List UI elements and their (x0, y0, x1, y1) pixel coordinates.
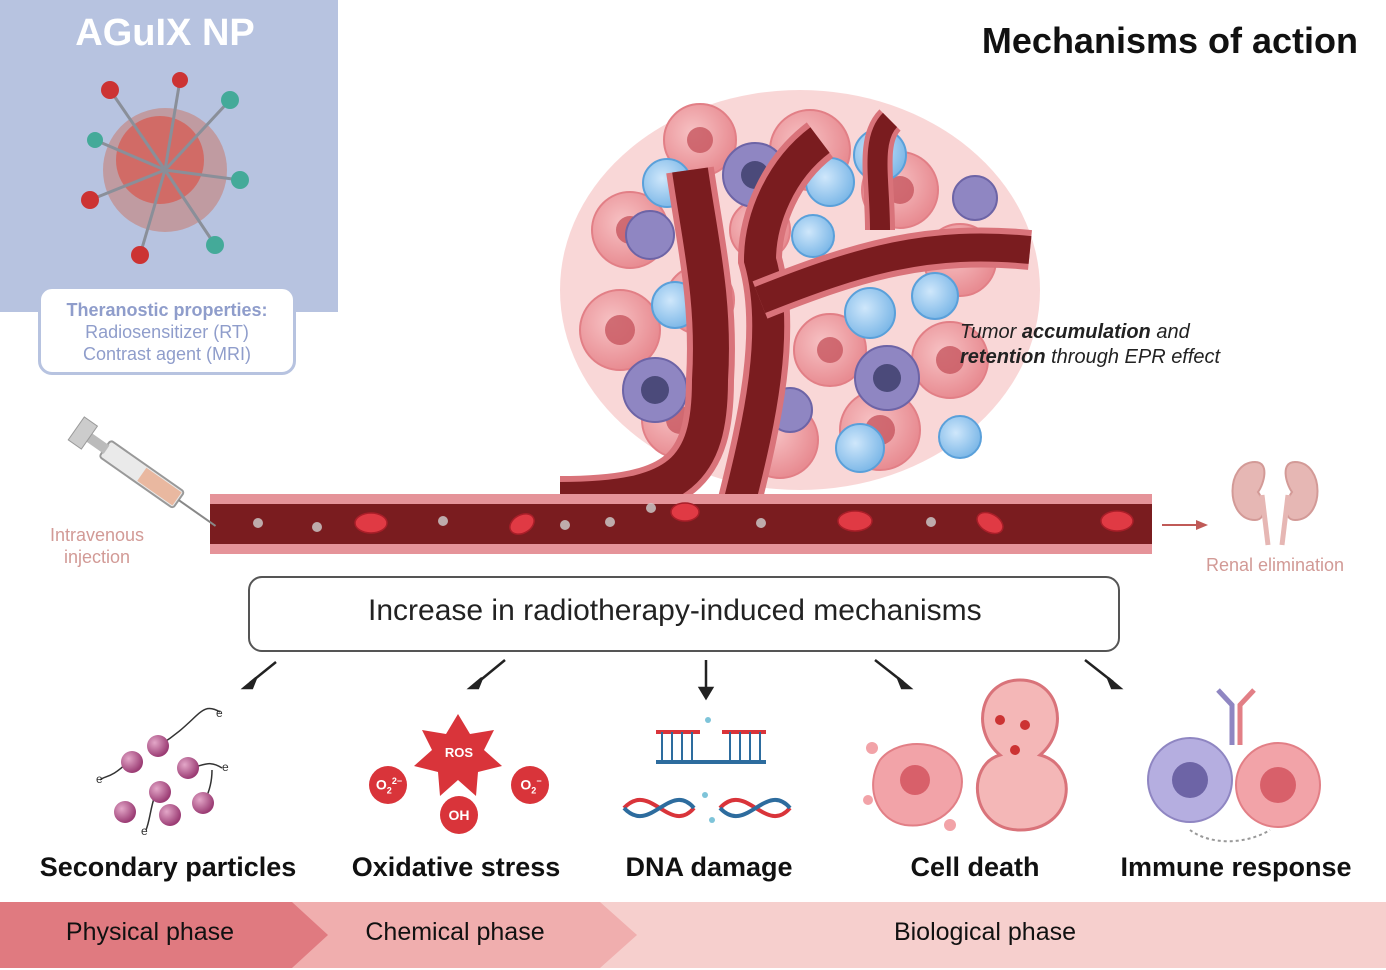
agulix-title: AGuIX NP (75, 12, 255, 54)
mechanism-dna-damage: DNA damage (625, 852, 793, 882)
phase-biological: Biological phase (893, 918, 1077, 946)
renal-arrow (1162, 520, 1208, 530)
increase-box (248, 576, 1120, 652)
immune-response-graphic (1147, 688, 1321, 843)
injection-label-line1: Intravenous (49, 525, 145, 545)
o2-2minus-label: O22− (375, 776, 403, 796)
theranostic-properties-box: Theranostic properties: Radiosensitizer … (38, 286, 296, 375)
mechanism-arrows (240, 659, 1124, 701)
mechanism-immune-response: Immune response (1120, 852, 1352, 882)
epr-line1-pre: Tumor (960, 321, 1022, 343)
increase-label: Increase in radiotherapy-induced mechani… (368, 594, 982, 627)
electron-label: e (96, 772, 103, 786)
oh-label: OH (448, 807, 470, 823)
dna-damage-graphic (622, 717, 792, 823)
phase-chemical: Chemical phase (365, 918, 545, 946)
property-contrast-agent: Contrast agent (MRI) (82, 344, 252, 364)
ros-label: ROS (444, 745, 474, 760)
epr-accumulation: accumulation (1021, 321, 1151, 343)
electron-label: e (222, 760, 229, 774)
cell-death-graphic (863, 678, 1068, 832)
mechanism-oxidative-stress: Oxidative stress (351, 852, 561, 882)
mechanism-cell-death: Cell death (910, 852, 1040, 882)
renal-elimination-label: Renal elimination (1205, 555, 1345, 575)
secondary-particles-graphic (99, 707, 223, 831)
oxidative-stress-graphic (369, 714, 549, 834)
theranostic-heading: Theranostic properties: (66, 300, 268, 320)
epr-retention: retention (960, 346, 1046, 368)
phase-bar (0, 902, 1386, 968)
electron-label: e (141, 824, 148, 838)
epr-line1-post: and (1150, 321, 1190, 343)
phase-physical: Physical phase (65, 918, 235, 946)
blood-vessel-graphic (210, 494, 1152, 554)
injection-label: Intravenous injection (34, 524, 160, 568)
epr-line2-post: through EPR effect (1045, 346, 1221, 368)
electron-label: e (216, 706, 223, 720)
mechanism-secondary-particles: Secondary particles (39, 852, 297, 882)
main-title: Mechanisms of action (981, 20, 1358, 61)
epr-effect-text: Tumor accumulation and retention through… (960, 320, 1260, 370)
kidney-icon (1231, 460, 1319, 546)
injection-label-line2: injection (63, 547, 131, 567)
tumor-vessel-graphic (559, 109, 1032, 524)
syringe-icon (67, 416, 217, 527)
o2-minus-label: O2− (520, 776, 542, 796)
agulix-nanoparticle-graphic (81, 72, 249, 264)
property-radiosensitizer: Radiosensitizer (RT) (85, 322, 249, 342)
